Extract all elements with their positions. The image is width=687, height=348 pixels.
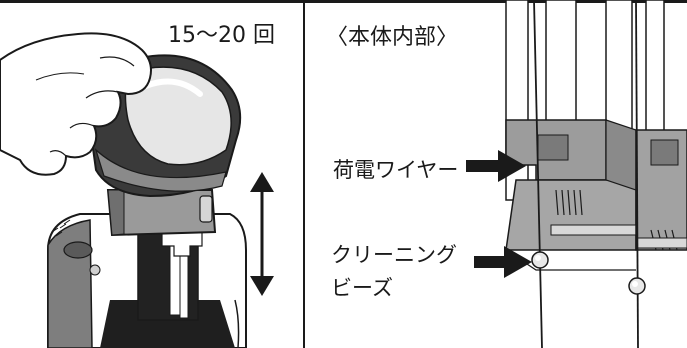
- knob-sleeve: [106, 189, 217, 237]
- cleaning-beads-label: クリーニング ビーズ: [331, 239, 457, 305]
- charged-wire-label: 荷電ワイヤー: [333, 158, 459, 182]
- wire-pointer-arrow-icon: [466, 150, 526, 182]
- top-border: [0, 0, 687, 3]
- hand: [0, 32, 152, 176]
- up-down-arrow-icon: [250, 172, 274, 296]
- interior-illustration: [466, 0, 687, 348]
- left-panel-cleaning-action: 15～20 回: [0, 0, 304, 348]
- stroke-count-label: 15～20 回: [168, 23, 275, 48]
- collector-module-left: [505, 119, 637, 271]
- collector-module-right: [635, 129, 687, 251]
- cleaning-knob: [86, 54, 242, 198]
- right-panel-interior-view: [306, 0, 687, 348]
- cleaning-beads-label-line1: クリーニング: [331, 243, 457, 267]
- interior-view-title: 〈本体内部〉: [326, 25, 459, 50]
- cleaning-beads: [531, 251, 646, 295]
- cleaning-action-illustration: [0, 32, 274, 348]
- panel-divider: [303, 0, 305, 348]
- cleaning-beads-label-line2: ビーズ: [331, 276, 393, 300]
- beads-pointer-arrow-icon: [474, 246, 532, 278]
